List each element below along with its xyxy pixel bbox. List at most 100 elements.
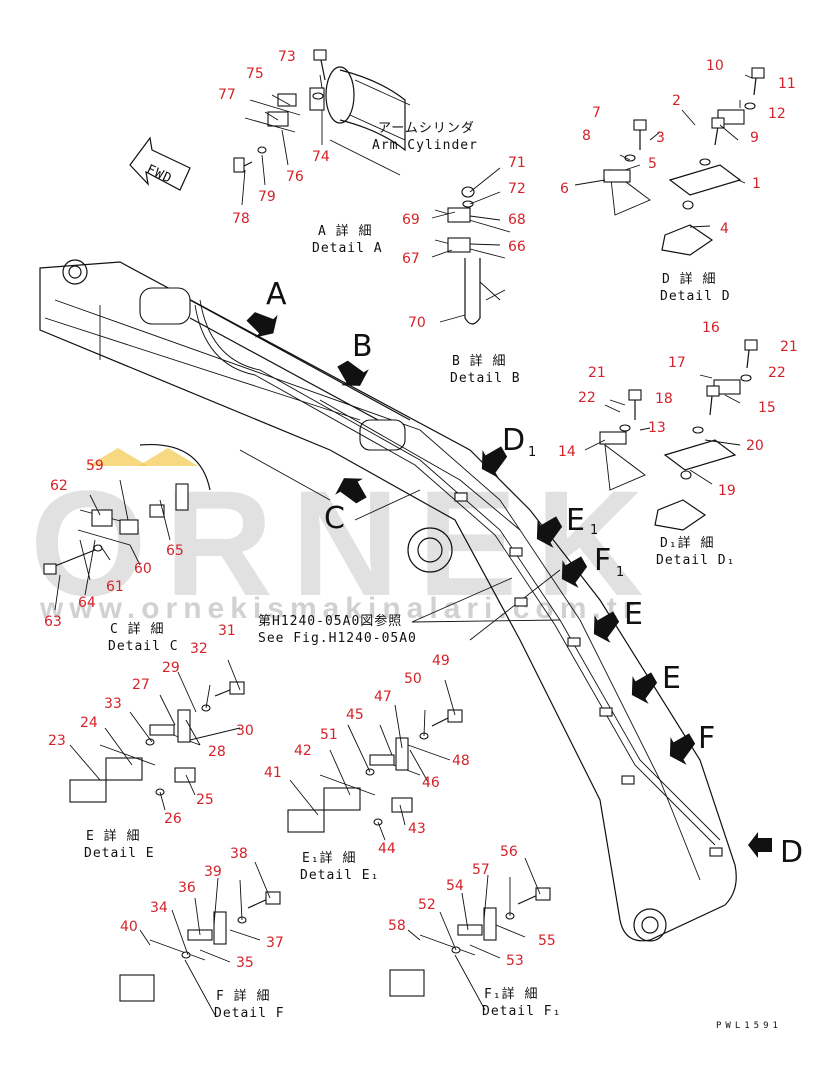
callout-25: 25 bbox=[196, 792, 214, 808]
callout-64: 64 bbox=[78, 595, 96, 611]
view-letter-f1-sub: 1 bbox=[616, 565, 624, 580]
callout-13: 13 bbox=[648, 420, 666, 436]
callout-73: 73 bbox=[278, 49, 296, 65]
callout-46: 46 bbox=[422, 775, 440, 791]
callout-45: 45 bbox=[346, 707, 364, 723]
callout-4: 4 bbox=[720, 221, 729, 237]
detail-e1-drawing bbox=[287, 709, 463, 833]
watermark: ORNEK www.ornekismakinalari.com.tr bbox=[30, 448, 662, 627]
callout-53: 53 bbox=[506, 953, 524, 969]
fwd-label: FWD bbox=[144, 162, 174, 187]
callout-30: 30 bbox=[236, 723, 254, 739]
detail-b-jp: B 詳 細 bbox=[452, 353, 506, 369]
callout-19: 19 bbox=[718, 483, 736, 499]
callout-41: 41 bbox=[264, 765, 282, 781]
callout-62: 62 bbox=[50, 478, 68, 494]
callout-51: 51 bbox=[320, 727, 338, 743]
callout-39: 39 bbox=[204, 864, 222, 880]
callout-1: 1 bbox=[752, 176, 761, 192]
see-fig-en: See Fig.H1240-05A0 bbox=[258, 631, 417, 646]
callout-16: 16 bbox=[702, 320, 720, 336]
view-letter-d: D bbox=[780, 835, 803, 870]
callout-43: 43 bbox=[408, 821, 426, 837]
callout-69: 69 bbox=[402, 212, 420, 228]
callout-22b: 22 bbox=[768, 365, 786, 381]
callout-31: 31 bbox=[218, 623, 236, 639]
callout-60: 60 bbox=[134, 561, 152, 577]
detail-d1-en: Detail D₁ bbox=[656, 553, 735, 568]
detail-a-en: Detail A bbox=[312, 241, 383, 256]
view-letter-b: B bbox=[352, 329, 373, 364]
callout-50: 50 bbox=[404, 671, 422, 687]
watermark-url: www.ornekismakinalari.com.tr bbox=[39, 592, 640, 625]
detail-c-en: Detail C bbox=[108, 639, 179, 654]
detail-f1-drawing bbox=[389, 887, 551, 1011]
callout-23: 23 bbox=[48, 733, 66, 749]
view-letter-f1: F bbox=[594, 543, 611, 578]
watermark-logo: ORNEK bbox=[30, 459, 662, 627]
callout-2: 2 bbox=[672, 93, 681, 109]
callout-68: 68 bbox=[508, 212, 526, 228]
callout-7: 7 bbox=[592, 105, 601, 121]
callout-22a: 22 bbox=[578, 390, 596, 406]
detail-e-jp: E 詳 細 bbox=[86, 828, 140, 844]
callout-57: 57 bbox=[472, 862, 490, 878]
callout-42: 42 bbox=[294, 743, 312, 759]
view-letter-c: C bbox=[324, 501, 345, 536]
callout-32: 32 bbox=[190, 641, 208, 657]
callout-numbers: 1 2 3 4 5 6 7 8 9 10 11 12 13 14 15 16 1… bbox=[44, 49, 798, 971]
callout-78: 78 bbox=[232, 211, 250, 227]
detail-f1-en: Detail F₁ bbox=[482, 1004, 561, 1019]
callout-67: 67 bbox=[402, 251, 420, 267]
detail-d1-jp: D₁詳 細 bbox=[660, 535, 714, 551]
arm-cylinder-jp: アームシリンダ bbox=[378, 121, 475, 136]
callout-36: 36 bbox=[178, 880, 196, 896]
detail-c-jp: C 詳 細 bbox=[110, 621, 164, 637]
detail-b-drawing bbox=[434, 186, 511, 325]
callout-38: 38 bbox=[230, 846, 248, 862]
detail-d1-drawing bbox=[599, 339, 758, 531]
detail-e-en: Detail E bbox=[84, 846, 155, 861]
detail-e1-jp: E₁詳 細 bbox=[302, 850, 356, 866]
detail-c-drawing bbox=[43, 443, 211, 575]
callout-52: 52 bbox=[418, 897, 436, 913]
callout-47: 47 bbox=[374, 689, 392, 705]
view-letter-d1: D bbox=[502, 423, 525, 458]
view-letter-a: A bbox=[266, 277, 287, 312]
detail-e-drawing bbox=[69, 681, 245, 803]
detail-b-en: Detail B bbox=[450, 371, 521, 386]
callout-8: 8 bbox=[582, 128, 591, 144]
callout-71: 71 bbox=[508, 155, 526, 171]
callout-6: 6 bbox=[560, 181, 569, 197]
callout-79: 79 bbox=[258, 189, 276, 205]
callout-10: 10 bbox=[706, 58, 724, 74]
callout-28: 28 bbox=[208, 744, 226, 760]
callout-72: 72 bbox=[508, 181, 526, 197]
callout-40: 40 bbox=[120, 919, 138, 935]
callout-37: 37 bbox=[266, 935, 284, 951]
see-fig-leaders bbox=[411, 577, 561, 623]
callout-54: 54 bbox=[446, 878, 464, 894]
detail-a-jp: A 詳 細 bbox=[318, 223, 372, 239]
callout-34: 34 bbox=[150, 900, 168, 916]
arm-cylinder-en: Arm Cylinder bbox=[372, 138, 478, 153]
callout-76: 76 bbox=[286, 169, 304, 185]
detail-e1-en: Detail E₁ bbox=[300, 868, 379, 883]
view-arrows: A B C D 1 E 1 F 1 E E F D bbox=[246, 277, 803, 870]
detail-a-drawing bbox=[233, 49, 411, 176]
callout-27: 27 bbox=[132, 677, 150, 693]
callout-61: 61 bbox=[106, 579, 124, 595]
callout-leaders bbox=[54, 74, 753, 963]
callout-14: 14 bbox=[558, 444, 576, 460]
callout-17: 17 bbox=[668, 355, 686, 371]
callout-33: 33 bbox=[104, 696, 122, 712]
callout-74: 74 bbox=[312, 149, 330, 165]
view-letter-e-lower: E bbox=[662, 661, 681, 696]
callout-24: 24 bbox=[80, 715, 98, 731]
arm-assembly bbox=[39, 259, 737, 942]
view-letter-e-upper: E bbox=[624, 597, 643, 632]
callout-5: 5 bbox=[648, 156, 657, 172]
callout-66: 66 bbox=[508, 239, 526, 255]
callout-29: 29 bbox=[162, 660, 180, 676]
